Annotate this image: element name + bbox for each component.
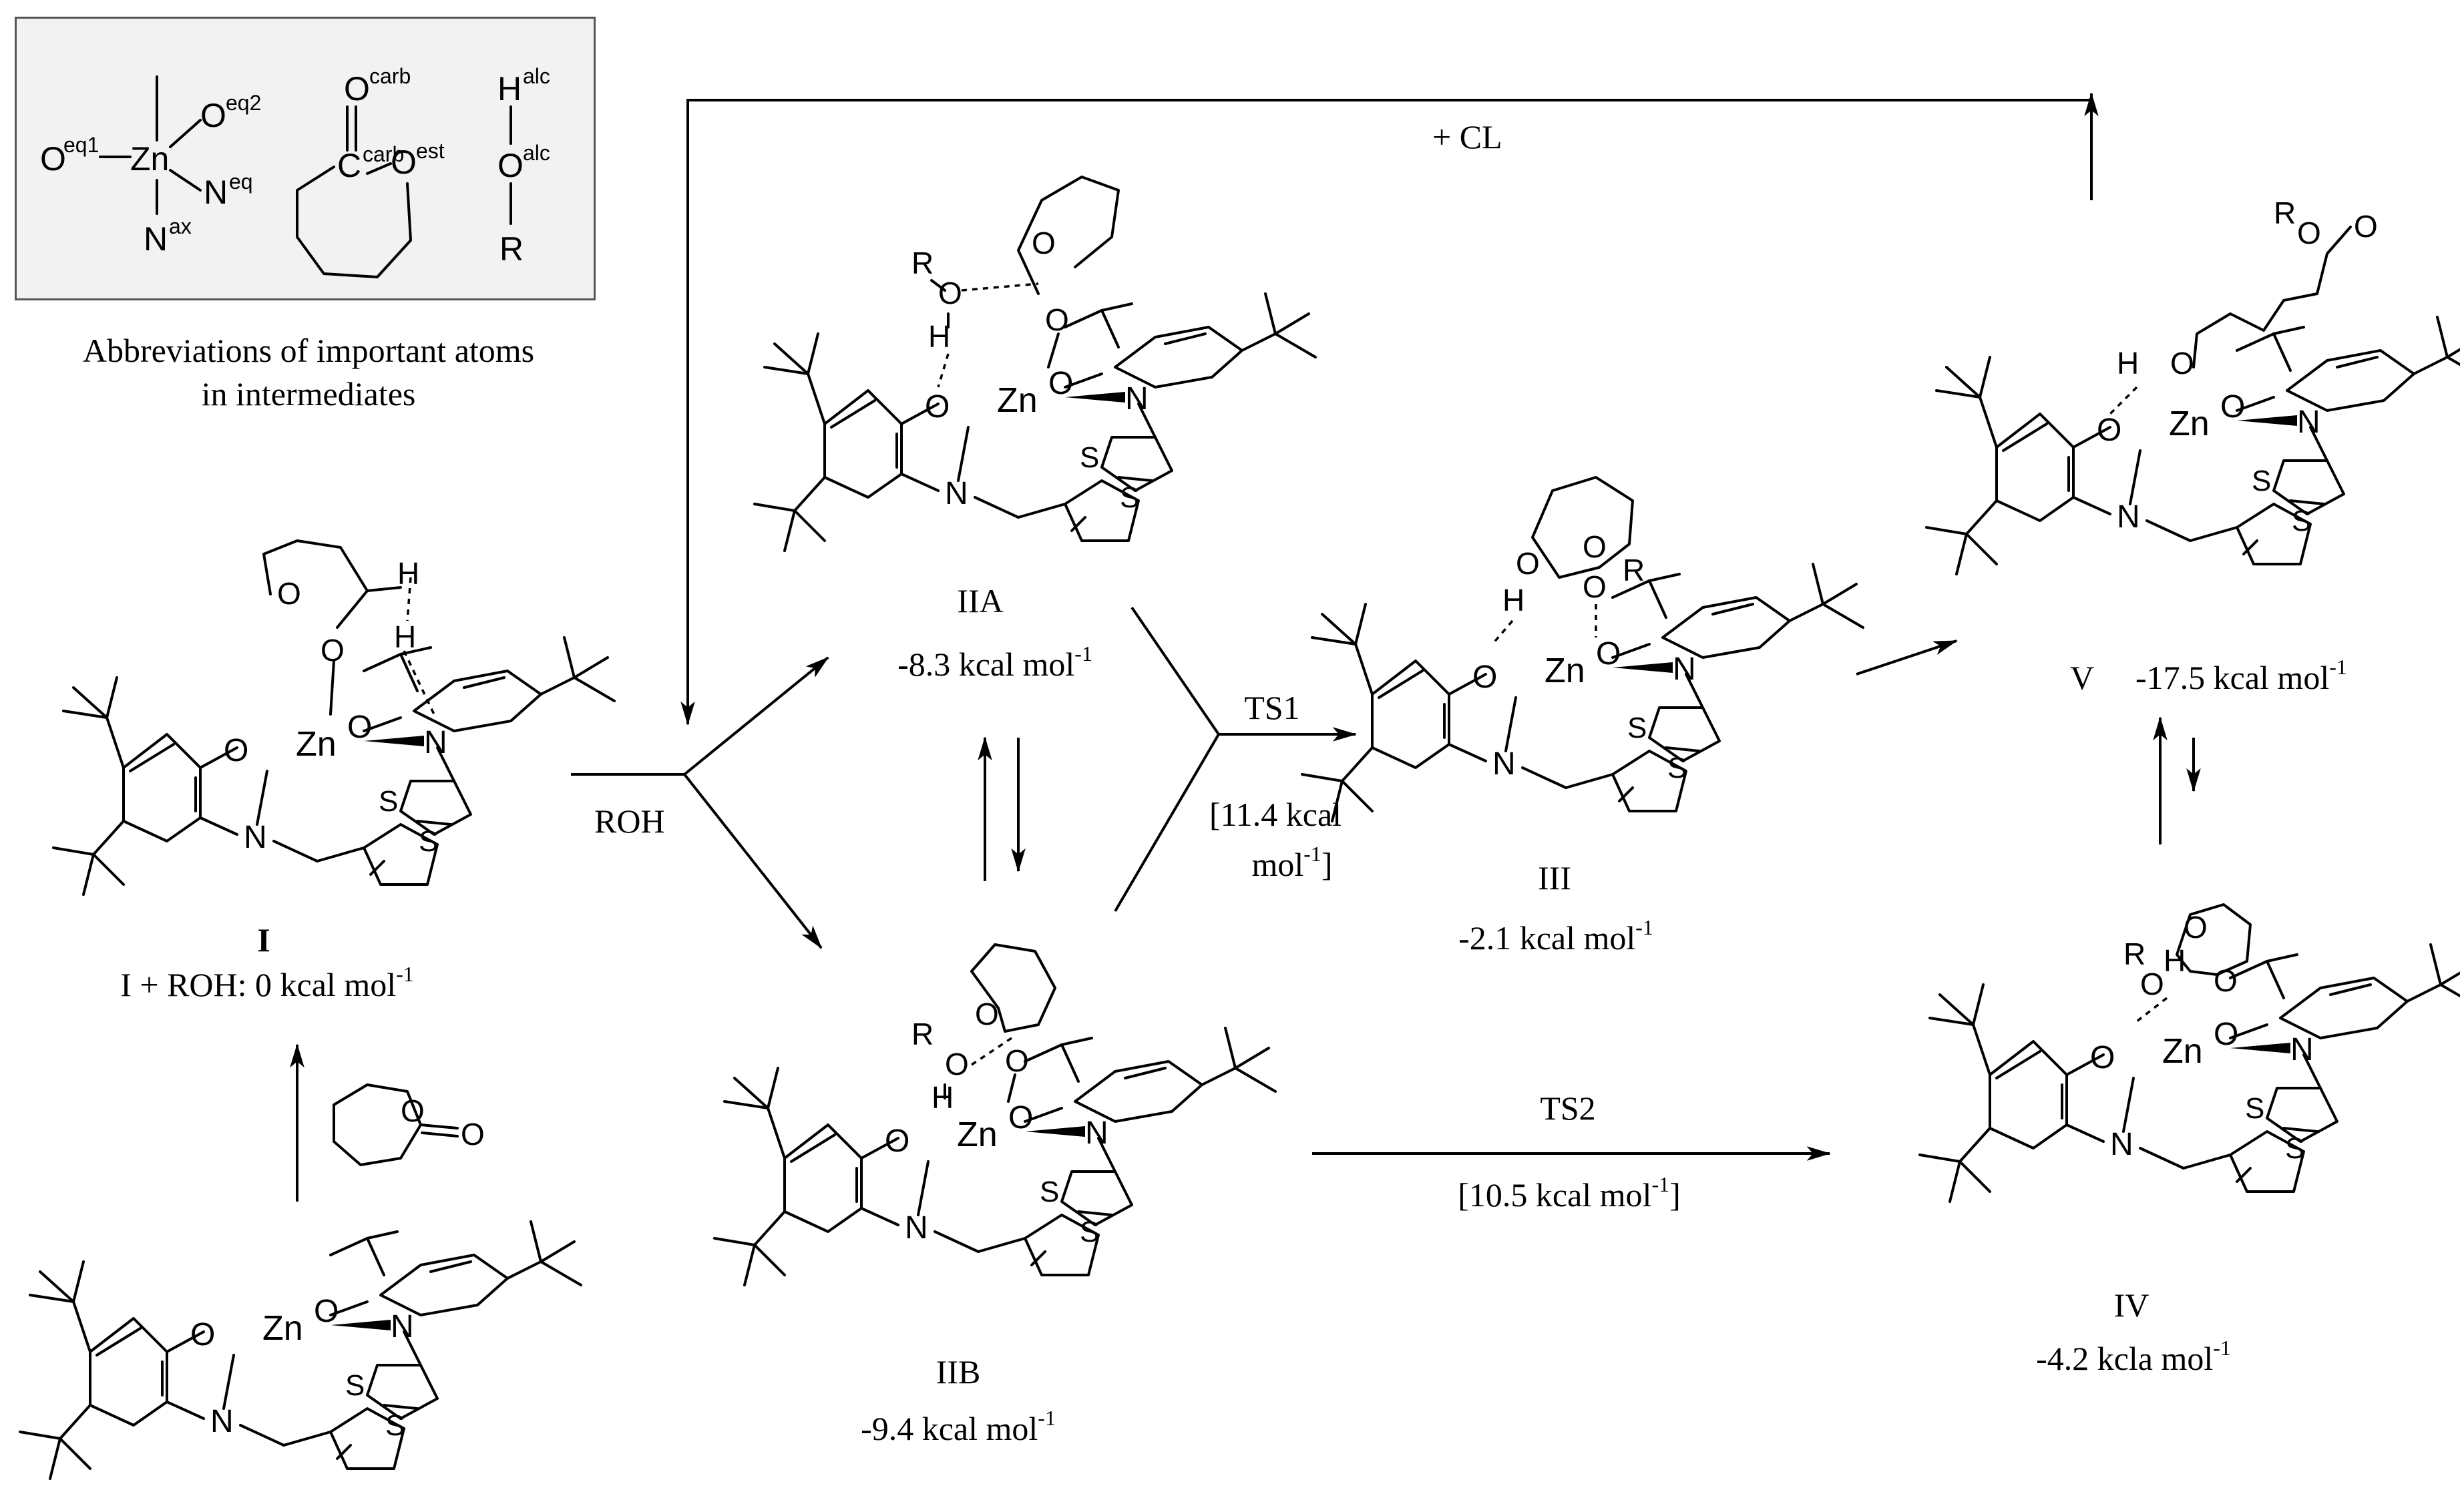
label-V-name: V bbox=[2070, 659, 2095, 696]
label-IIA-name: IIA bbox=[957, 582, 1004, 619]
start-complex-structure bbox=[19, 1220, 582, 1480]
label-plus-CL: + CL bbox=[1432, 118, 1502, 156]
svg-text:O: O bbox=[461, 1117, 485, 1152]
svg-text:O: O bbox=[40, 140, 66, 178]
label-III-name: III bbox=[1538, 859, 1571, 897]
complex-IV-structure: O R O H O bbox=[1918, 903, 2460, 1203]
label-TS1: TS1 bbox=[1244, 689, 1300, 726]
svg-text:H: H bbox=[2117, 346, 2139, 381]
svg-text:O: O bbox=[401, 1093, 425, 1128]
svg-text:est: est bbox=[416, 139, 445, 163]
label-TS2-barrier: [10.5 kcal mol-1] bbox=[1458, 1172, 1681, 1214]
svg-text:O: O bbox=[2184, 910, 2208, 945]
arrow-to-IIB bbox=[683, 773, 823, 949]
svg-text:H: H bbox=[394, 619, 416, 654]
label-IV-name: IV bbox=[2113, 1286, 2149, 1324]
label-I-name: I bbox=[257, 921, 270, 959]
svg-text:alc: alc bbox=[523, 64, 550, 88]
complex-III-structure: O O O R H bbox=[1301, 476, 1864, 822]
svg-text:C: C bbox=[337, 147, 361, 184]
svg-text:O: O bbox=[1045, 302, 1069, 337]
svg-text:R: R bbox=[2123, 937, 2145, 971]
arrow-III-to-V bbox=[1856, 640, 1958, 676]
complex-V-structure: O H R O O bbox=[1925, 196, 2460, 575]
svg-text:O: O bbox=[1583, 529, 1607, 564]
svg-text:H: H bbox=[932, 1080, 954, 1115]
svg-text:O: O bbox=[277, 576, 301, 611]
complex-I-structure: O O H H bbox=[52, 539, 616, 896]
arrow-IIA-to-TS1 bbox=[1131, 606, 1220, 736]
svg-text:O: O bbox=[1032, 226, 1056, 260]
svg-text:O: O bbox=[2297, 216, 2321, 250]
svg-text:Zn: Zn bbox=[130, 140, 169, 178]
label-TS1-barrier-line1: [11.4 kcal bbox=[1209, 796, 1342, 833]
svg-text:O: O bbox=[1005, 1043, 1029, 1078]
svg-text:O: O bbox=[497, 147, 524, 184]
svg-text:alc: alc bbox=[523, 141, 550, 165]
svg-text:O: O bbox=[2140, 967, 2164, 1001]
svg-text:O: O bbox=[321, 633, 345, 668]
svg-text:H: H bbox=[928, 319, 950, 354]
svg-text:carb: carb bbox=[369, 64, 411, 88]
svg-text:eq2: eq2 bbox=[226, 91, 261, 115]
svg-text:O: O bbox=[1516, 546, 1540, 581]
complex-IIB-structure: O O R O H bbox=[713, 943, 1277, 1286]
arrow-IIB-to-TS1 bbox=[1114, 733, 1220, 913]
svg-text:O: O bbox=[2354, 209, 2378, 244]
label-ROH: ROH bbox=[594, 802, 665, 840]
svg-text:H: H bbox=[397, 556, 419, 591]
svg-text:H: H bbox=[497, 70, 522, 107]
svg-text:O: O bbox=[391, 144, 417, 181]
svg-text:H: H bbox=[1502, 583, 1524, 617]
svg-text:O: O bbox=[344, 70, 370, 107]
svg-text:R: R bbox=[2274, 196, 2296, 230]
svg-text:O: O bbox=[945, 1047, 969, 1081]
svg-text:R: R bbox=[911, 246, 934, 280]
svg-text:H: H bbox=[2164, 943, 2186, 978]
svg-text:O: O bbox=[938, 276, 962, 310]
legend-zn-fragment: O eq1 Zn O eq2 N eq N ax bbox=[40, 75, 261, 258]
legend-alcohol-fragment: H alc O alc R bbox=[497, 64, 550, 268]
svg-text:eq: eq bbox=[229, 170, 253, 194]
label-IIB-name: IIB bbox=[936, 1353, 981, 1391]
label-TS1-barrier-line2: mol-1] bbox=[1251, 842, 1333, 883]
svg-text:carb: carb bbox=[363, 142, 404, 166]
legend-box bbox=[15, 17, 596, 300]
legend-caption-line2: in intermediates bbox=[201, 375, 416, 413]
legend-caption-line1: Abbreviations of important atoms bbox=[82, 332, 535, 369]
label-V-energy: -17.5 kcal mol-1 bbox=[2135, 655, 2347, 696]
label-IIA-energy: -8.3 kcal mol-1 bbox=[897, 642, 1092, 683]
legend-lactone-fragment: O carb C carb O est bbox=[296, 64, 445, 278]
arrow-to-IIA bbox=[683, 656, 829, 776]
svg-text:O: O bbox=[200, 97, 226, 134]
svg-text:eq1: eq1 bbox=[63, 133, 99, 157]
svg-text:R: R bbox=[911, 1017, 934, 1051]
label-I-energy: I + ROH: 0 kcal mol-1 bbox=[120, 962, 414, 1003]
label-IV-energy: -4.2 kcla mol-1 bbox=[2036, 1336, 2231, 1377]
label-IIB-energy: -9.4 kcal mol-1 bbox=[861, 1406, 1056, 1447]
complex-IIA-structure: O O R O H bbox=[753, 176, 1317, 552]
svg-text:R: R bbox=[499, 230, 524, 268]
svg-text:O: O bbox=[1583, 569, 1607, 604]
svg-text:N: N bbox=[144, 220, 168, 258]
svg-text:ax: ax bbox=[169, 214, 192, 238]
label-III-energy: -2.1 kcal mol-1 bbox=[1458, 915, 1653, 957]
svg-text:R: R bbox=[1623, 553, 1645, 587]
svg-text:O: O bbox=[2170, 346, 2194, 381]
svg-text:O: O bbox=[975, 997, 999, 1031]
svg-text:N: N bbox=[204, 174, 228, 211]
caprolactone-reagent: O O bbox=[333, 1083, 485, 1166]
label-TS2: TS2 bbox=[1540, 1089, 1596, 1127]
svg-text:O: O bbox=[2214, 963, 2238, 998]
arrow-loop-CL-return bbox=[680, 99, 2090, 726]
